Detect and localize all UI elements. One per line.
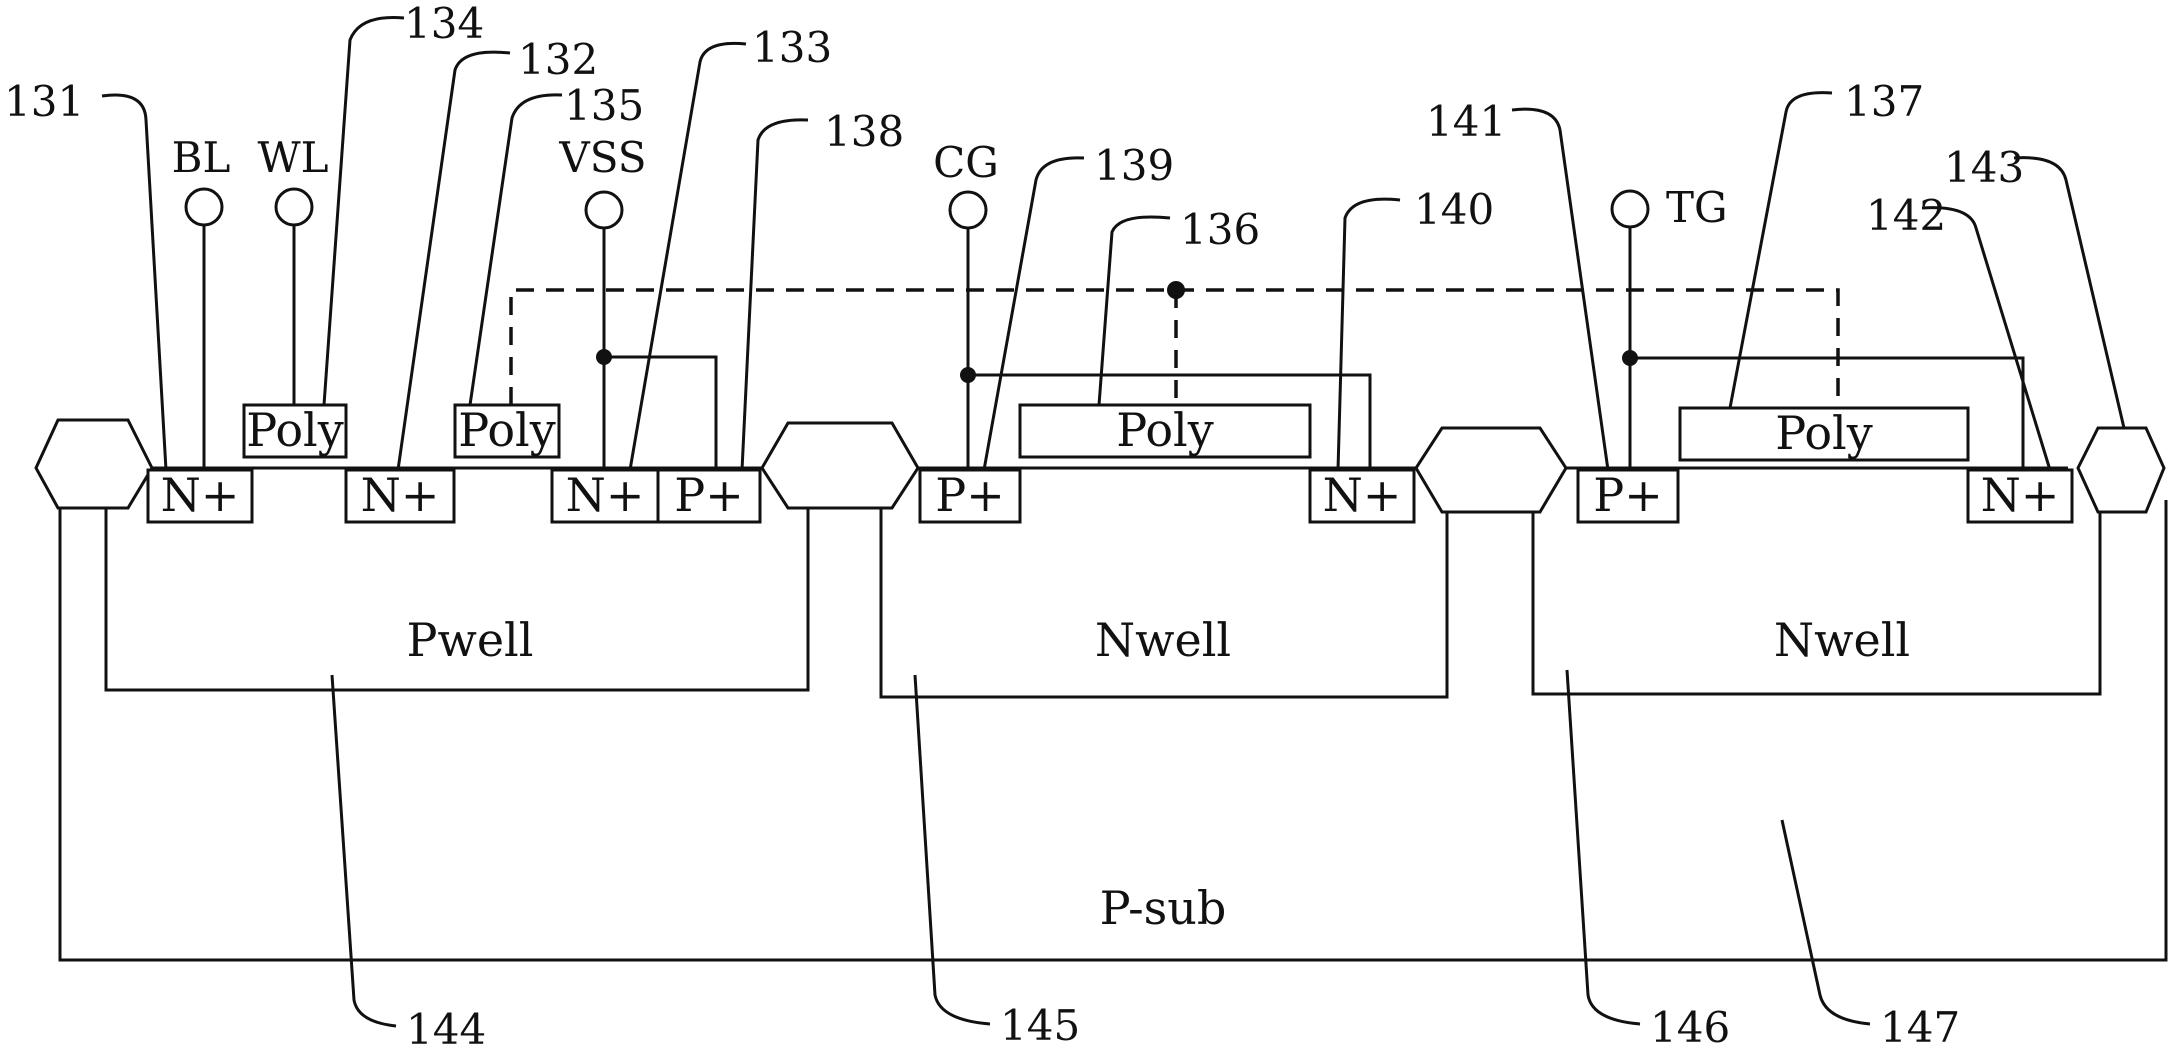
ref-137: 137 bbox=[1844, 77, 1924, 126]
n-plus-133-label: N+ bbox=[566, 468, 645, 522]
n-plus-131-label: N+ bbox=[161, 468, 240, 522]
vss-terminal bbox=[584, 190, 624, 230]
wl-terminal bbox=[274, 187, 314, 227]
ref-147: 147 bbox=[1880, 1003, 1960, 1052]
poly-gate-136 bbox=[1018, 403, 1312, 459]
leader-136 bbox=[1097, 215, 1171, 406]
leader-134 bbox=[322, 15, 405, 406]
n-plus-132 bbox=[344, 468, 456, 524]
cg-junction-dot bbox=[960, 367, 976, 383]
n-plus-140-label: N+ bbox=[1323, 468, 1402, 522]
floating-gate-dashed-link bbox=[509, 288, 1840, 408]
nwell-2-outline bbox=[1531, 508, 2102, 696]
ref-136: 136 bbox=[1180, 205, 1260, 254]
poly-gate-137 bbox=[1678, 406, 1970, 462]
tg-to-nplus-wire bbox=[1630, 356, 2025, 470]
leader-146 bbox=[1565, 669, 1641, 1026]
n-plus-142 bbox=[1966, 468, 2074, 524]
ref-135: 135 bbox=[564, 81, 644, 130]
ref-142: 142 bbox=[1866, 191, 1946, 240]
psub-label: P-sub bbox=[1100, 881, 1227, 935]
isolation-nwell-nwell bbox=[1414, 426, 1568, 514]
p-plus-138-label: P+ bbox=[674, 468, 744, 522]
pwell-outline bbox=[104, 508, 810, 692]
tg-terminal bbox=[1610, 189, 1650, 229]
ref-140: 140 bbox=[1414, 185, 1494, 234]
leader-141 bbox=[1511, 107, 1610, 471]
poly-gate-135 bbox=[453, 403, 561, 459]
poly-gate-136-label: Poly bbox=[1116, 403, 1213, 457]
nwell-1-outline bbox=[879, 508, 1449, 699]
leader-135 bbox=[468, 93, 563, 406]
ref-143: 143 bbox=[1944, 143, 2024, 192]
bl-label: BL bbox=[172, 133, 231, 182]
leader-132 bbox=[396, 50, 511, 471]
isolation-right bbox=[2076, 426, 2166, 514]
ref-132: 132 bbox=[518, 35, 598, 84]
p-plus-141-label: P+ bbox=[1593, 468, 1663, 522]
nwell-1-label: Nwell bbox=[1095, 613, 1231, 667]
ref-133: 133 bbox=[752, 23, 832, 72]
leader-145 bbox=[913, 674, 991, 1026]
isolation-pwell-nwell bbox=[760, 421, 920, 510]
leader-131 bbox=[101, 93, 168, 471]
cg-label: CG bbox=[933, 138, 999, 187]
leader-138 bbox=[740, 118, 809, 471]
cg-terminal bbox=[948, 190, 988, 230]
vss-to-pplus-wire bbox=[604, 355, 718, 470]
ref-144: 144 bbox=[406, 1005, 486, 1054]
p-plus-138 bbox=[656, 468, 762, 524]
nwell-2-label: Nwell bbox=[1774, 613, 1910, 667]
p-plus-139-label: P+ bbox=[935, 468, 1005, 522]
vss-junction-dot bbox=[596, 349, 612, 365]
ref-131: 131 bbox=[4, 77, 84, 126]
ref-134: 134 bbox=[404, 0, 484, 48]
leader-133 bbox=[628, 41, 747, 471]
p-plus-141 bbox=[1576, 468, 1680, 524]
p-substrate-outline bbox=[58, 500, 2168, 962]
poly-gate-wl-label: Poly bbox=[246, 403, 343, 457]
pwell-label: Pwell bbox=[407, 613, 534, 667]
n-plus-142-label: N+ bbox=[1981, 468, 2060, 522]
poly-gate-137-label: Poly bbox=[1775, 406, 1872, 460]
tg-label: TG bbox=[1666, 183, 1728, 232]
ref-146: 146 bbox=[1650, 1003, 1730, 1052]
vss-label: VSS bbox=[558, 133, 646, 182]
leader-144 bbox=[330, 674, 397, 1028]
poly-gate-135-label: Poly bbox=[458, 403, 555, 457]
bl-terminal bbox=[184, 187, 224, 227]
tg-junction-dot bbox=[1622, 350, 1638, 366]
poly-gate-wl bbox=[242, 403, 348, 459]
ref-139: 139 bbox=[1094, 141, 1174, 190]
n-plus-140 bbox=[1308, 468, 1416, 524]
leader-139 bbox=[982, 156, 1085, 471]
leader-147 bbox=[1780, 819, 1871, 1026]
n-plus-131 bbox=[146, 468, 254, 524]
leader-142 bbox=[1921, 206, 2052, 471]
ref-145: 145 bbox=[1000, 1001, 1080, 1050]
isolation-left bbox=[34, 418, 154, 510]
ref-141: 141 bbox=[1426, 97, 1506, 146]
n-plus-132-label: N+ bbox=[361, 468, 440, 522]
leader-137 bbox=[1728, 91, 1833, 409]
p-plus-139 bbox=[918, 468, 1022, 524]
leader-143 bbox=[2013, 156, 2126, 429]
floating-gate-junction-dot bbox=[1167, 281, 1185, 299]
wl-label: WL bbox=[257, 133, 328, 182]
leader-140 bbox=[1336, 197, 1401, 471]
ref-138: 138 bbox=[824, 107, 904, 156]
